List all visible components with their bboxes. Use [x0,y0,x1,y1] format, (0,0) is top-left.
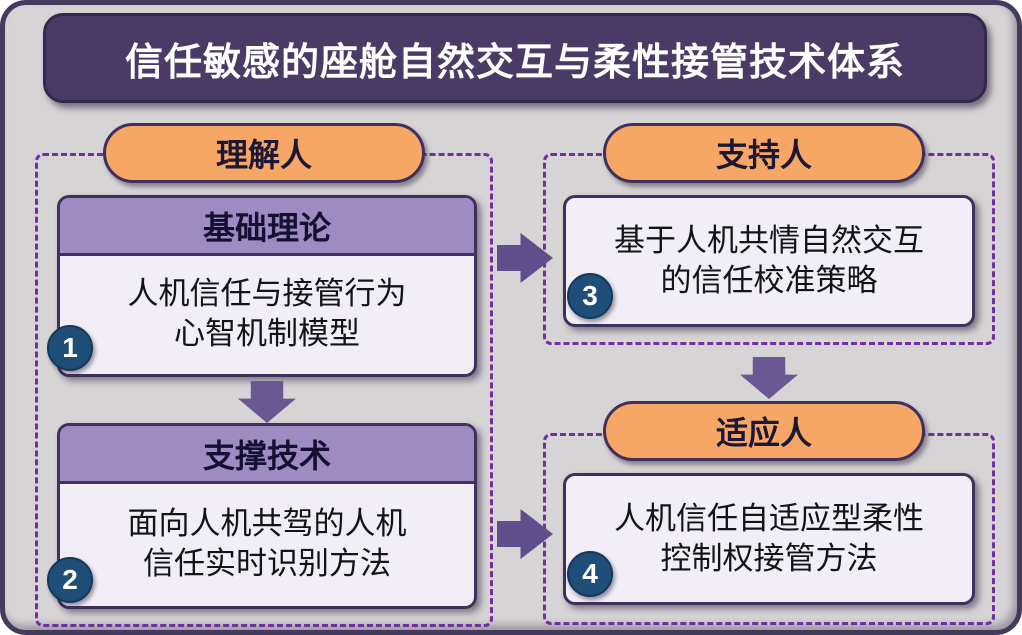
box-takeover-method-line2: 控制权接管方法 [660,541,878,576]
pill-adapt-label: 适应人 [715,415,812,451]
box-takeover-method-line1: 人机信任自适应型柔性 [614,500,924,536]
card-basic-theory-header: 基础理论 [60,198,474,256]
box-trust-calibration-line2: 的信任校准策略 [660,263,878,298]
card-basic-theory-title: 基础理论 [202,209,331,246]
step-badge-4: 4 [567,551,613,597]
diagram-title: 信任敏感的座舱自然交互与柔性接管技术体系 [124,41,905,84]
card-basic-theory-line1: 人机信任与接管行为 [127,275,407,311]
step-badge-2: 2 [47,557,93,603]
step-badge-3-number: 3 [582,280,598,311]
card-support-tech-line2: 信任实时识别方法 [143,545,391,581]
pill-understand: 理解人 [103,123,425,183]
box-trust-calibration-line1: 基于人机共情自然交互 [614,222,924,258]
step-badge-1-number: 1 [62,332,78,363]
card-basic-theory: 基础理论 人机信任与接管行为 心智机制模型 [57,195,477,377]
card-basic-theory-line2: 心智机制模型 [174,315,360,351]
pill-adapt: 适应人 [603,401,925,461]
step-badge-2-number: 2 [62,564,78,595]
card-support-tech-title: 支撑技术 [202,437,331,474]
box-takeover-method: 人机信任自适应型柔性 控制权接管方法 [563,473,975,605]
box-trust-calibration: 基于人机共情自然交互 的信任校准策略 [563,195,975,327]
card-support-tech: 支撑技术 面向人机共驾的人机 信任实时识别方法 [57,423,477,609]
card-support-tech-line1: 面向人机共驾的人机 [127,505,407,541]
pill-understand-label: 理解人 [215,137,312,173]
step-badge-3: 3 [567,273,613,319]
down-arrow-right-icon [740,357,798,399]
pill-support-label: 支持人 [715,137,812,173]
title-banner: 信任敏感的座舱自然交互与柔性接管技术体系 [43,13,987,103]
card-basic-theory-body: 人机信任与接管行为 心智机制模型 [60,256,474,371]
card-support-tech-body: 面向人机共驾的人机 信任实时识别方法 [60,484,474,603]
pill-support: 支持人 [603,123,925,183]
step-badge-4-number: 4 [582,558,598,589]
card-support-tech-header: 支撑技术 [60,426,474,484]
step-badge-1: 1 [47,325,93,371]
